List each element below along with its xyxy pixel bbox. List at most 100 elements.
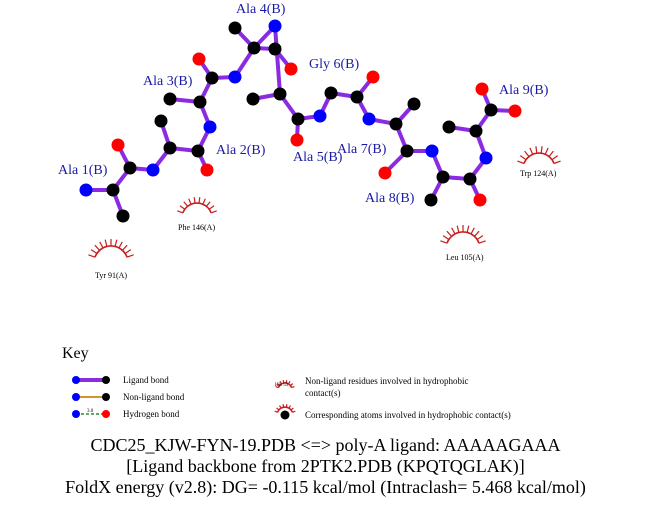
carbon-atom	[484, 103, 498, 117]
ligand-bond	[273, 24, 282, 96]
carbon-atom	[205, 71, 219, 85]
residue-label-ala9: Ala 9(B)	[499, 83, 549, 98]
nitrogen-atom	[146, 163, 160, 177]
carbon-atom	[350, 90, 364, 104]
contact-spoke	[476, 235, 484, 240]
contact-spoke	[456, 225, 460, 233]
contact-spoke	[544, 147, 549, 155]
contact-arc	[182, 202, 212, 214]
residue-label-ala3: Ala 3(B)	[143, 74, 193, 89]
residue-label-ala5: Ala 5(B)	[293, 150, 343, 165]
carbon-atom	[106, 183, 120, 197]
key-oxygen-atom	[102, 410, 110, 418]
contact-spoke	[90, 249, 98, 254]
contact-spoke	[551, 155, 559, 161]
carbon-atom	[163, 141, 177, 155]
nitrogen-atom	[362, 112, 376, 126]
carbon-atom	[154, 114, 168, 128]
nitrogen-atom	[268, 19, 282, 33]
contact-arc	[446, 231, 480, 244]
contact-spoke	[451, 227, 456, 235]
nitrogen-atom	[479, 151, 493, 165]
contact-spoke	[540, 146, 543, 154]
key-nonligand-residues-label-2: contact(s)	[305, 388, 340, 398]
residue-label-gly6: Gly 6(B)	[309, 57, 360, 72]
contact-spoke	[88, 254, 96, 258]
contact-spoke	[292, 410, 296, 413]
oxygen-atom	[508, 104, 522, 118]
contact-spoke	[529, 147, 534, 155]
key-nonligand-residues-label: Non-ligand residues involved in hydropho…	[305, 376, 468, 386]
contact-spoke	[282, 404, 285, 408]
key-nonligand-bond: Non-ligand bond	[72, 392, 185, 402]
nitrogen-atom	[313, 109, 327, 123]
contact-spoke	[279, 381, 283, 385]
contact-spoke	[442, 235, 450, 240]
key-hydrogen-bond: 3.0 Hydrogen bond	[72, 409, 180, 419]
oxygen-atom	[475, 82, 489, 96]
carbon-atom	[400, 144, 414, 158]
key-nitrogen-atom	[72, 393, 80, 401]
key-ligand-bond-label: Ligand bond	[123, 375, 169, 385]
carbon-atom	[246, 92, 260, 106]
key-nitrogen-atom	[72, 410, 80, 418]
contact-arc	[276, 406, 294, 413]
contact-spoke	[183, 201, 189, 207]
carbon-atom	[291, 112, 305, 126]
contact-spoke	[276, 383, 280, 386]
contact-label-trp124: Trp 124(A)	[520, 169, 557, 178]
oxygen-atom	[473, 193, 487, 207]
key-title: Key	[62, 345, 89, 362]
contact-spoke	[188, 198, 192, 205]
contact-spoke	[282, 380, 285, 384]
residue-label-ala2: Ala 2(B)	[216, 143, 266, 158]
contact-arc	[523, 152, 555, 164]
contact-spoke	[548, 150, 554, 157]
contact-spoke	[535, 146, 538, 154]
contact-spoke	[524, 150, 530, 157]
contact-spoke	[274, 410, 278, 413]
contact-spoke	[285, 380, 288, 384]
contact-spoke	[276, 407, 280, 411]
carbon-atom	[442, 120, 456, 134]
contact-spoke	[104, 239, 108, 247]
hydrophobic-arc-phe146	[177, 197, 217, 214]
hydrophobic-arc-leu105	[440, 225, 486, 244]
residue-label-ala7: Ala 7(B)	[337, 142, 387, 157]
contact-spoke	[124, 249, 132, 254]
contact-spoke	[291, 386, 295, 389]
contact-spoke	[440, 240, 448, 244]
contact-label-phe146: Phe 146(A)	[178, 223, 215, 232]
contact-spoke	[290, 383, 294, 386]
contact-spoke	[478, 240, 486, 244]
key-nitrogen-atom	[72, 376, 80, 384]
contact-spoke	[466, 225, 470, 233]
key-panel: Key Ligand bond Non-ligand bond 3.0 Hydr…	[62, 345, 511, 420]
key-nonligand-bond-label: Non-ligand bond	[123, 392, 185, 402]
contact-spoke	[519, 155, 527, 161]
carbon-atom	[268, 42, 282, 56]
carbon-atom	[407, 97, 421, 111]
caption-energy: FoldX energy (v2.8): DG= -0.115 kcal/mol…	[65, 477, 586, 497]
key-contact-atom	[280, 410, 290, 420]
contact-spoke	[288, 405, 292, 409]
carbon-atom	[389, 117, 403, 131]
oxygen-atom	[200, 163, 214, 177]
carbon-atom	[424, 193, 438, 207]
ligand-atoms	[79, 19, 522, 223]
key-atom-arc-shape	[274, 404, 296, 413]
contact-spoke	[177, 210, 184, 214]
nitrogen-atom	[79, 183, 93, 197]
nitrogen-atom	[203, 120, 217, 134]
key-carbon-atom	[102, 376, 110, 384]
carbon-atom	[228, 21, 242, 35]
contact-spoke	[208, 205, 215, 210]
hydrophobic-arc-trp124	[517, 146, 561, 165]
contact-spoke	[193, 197, 196, 204]
contact-spoke	[118, 241, 123, 249]
contact-spoke	[202, 198, 206, 205]
contact-spoke	[446, 230, 453, 237]
contact-spoke	[287, 381, 291, 385]
carbon-atom	[163, 92, 177, 106]
